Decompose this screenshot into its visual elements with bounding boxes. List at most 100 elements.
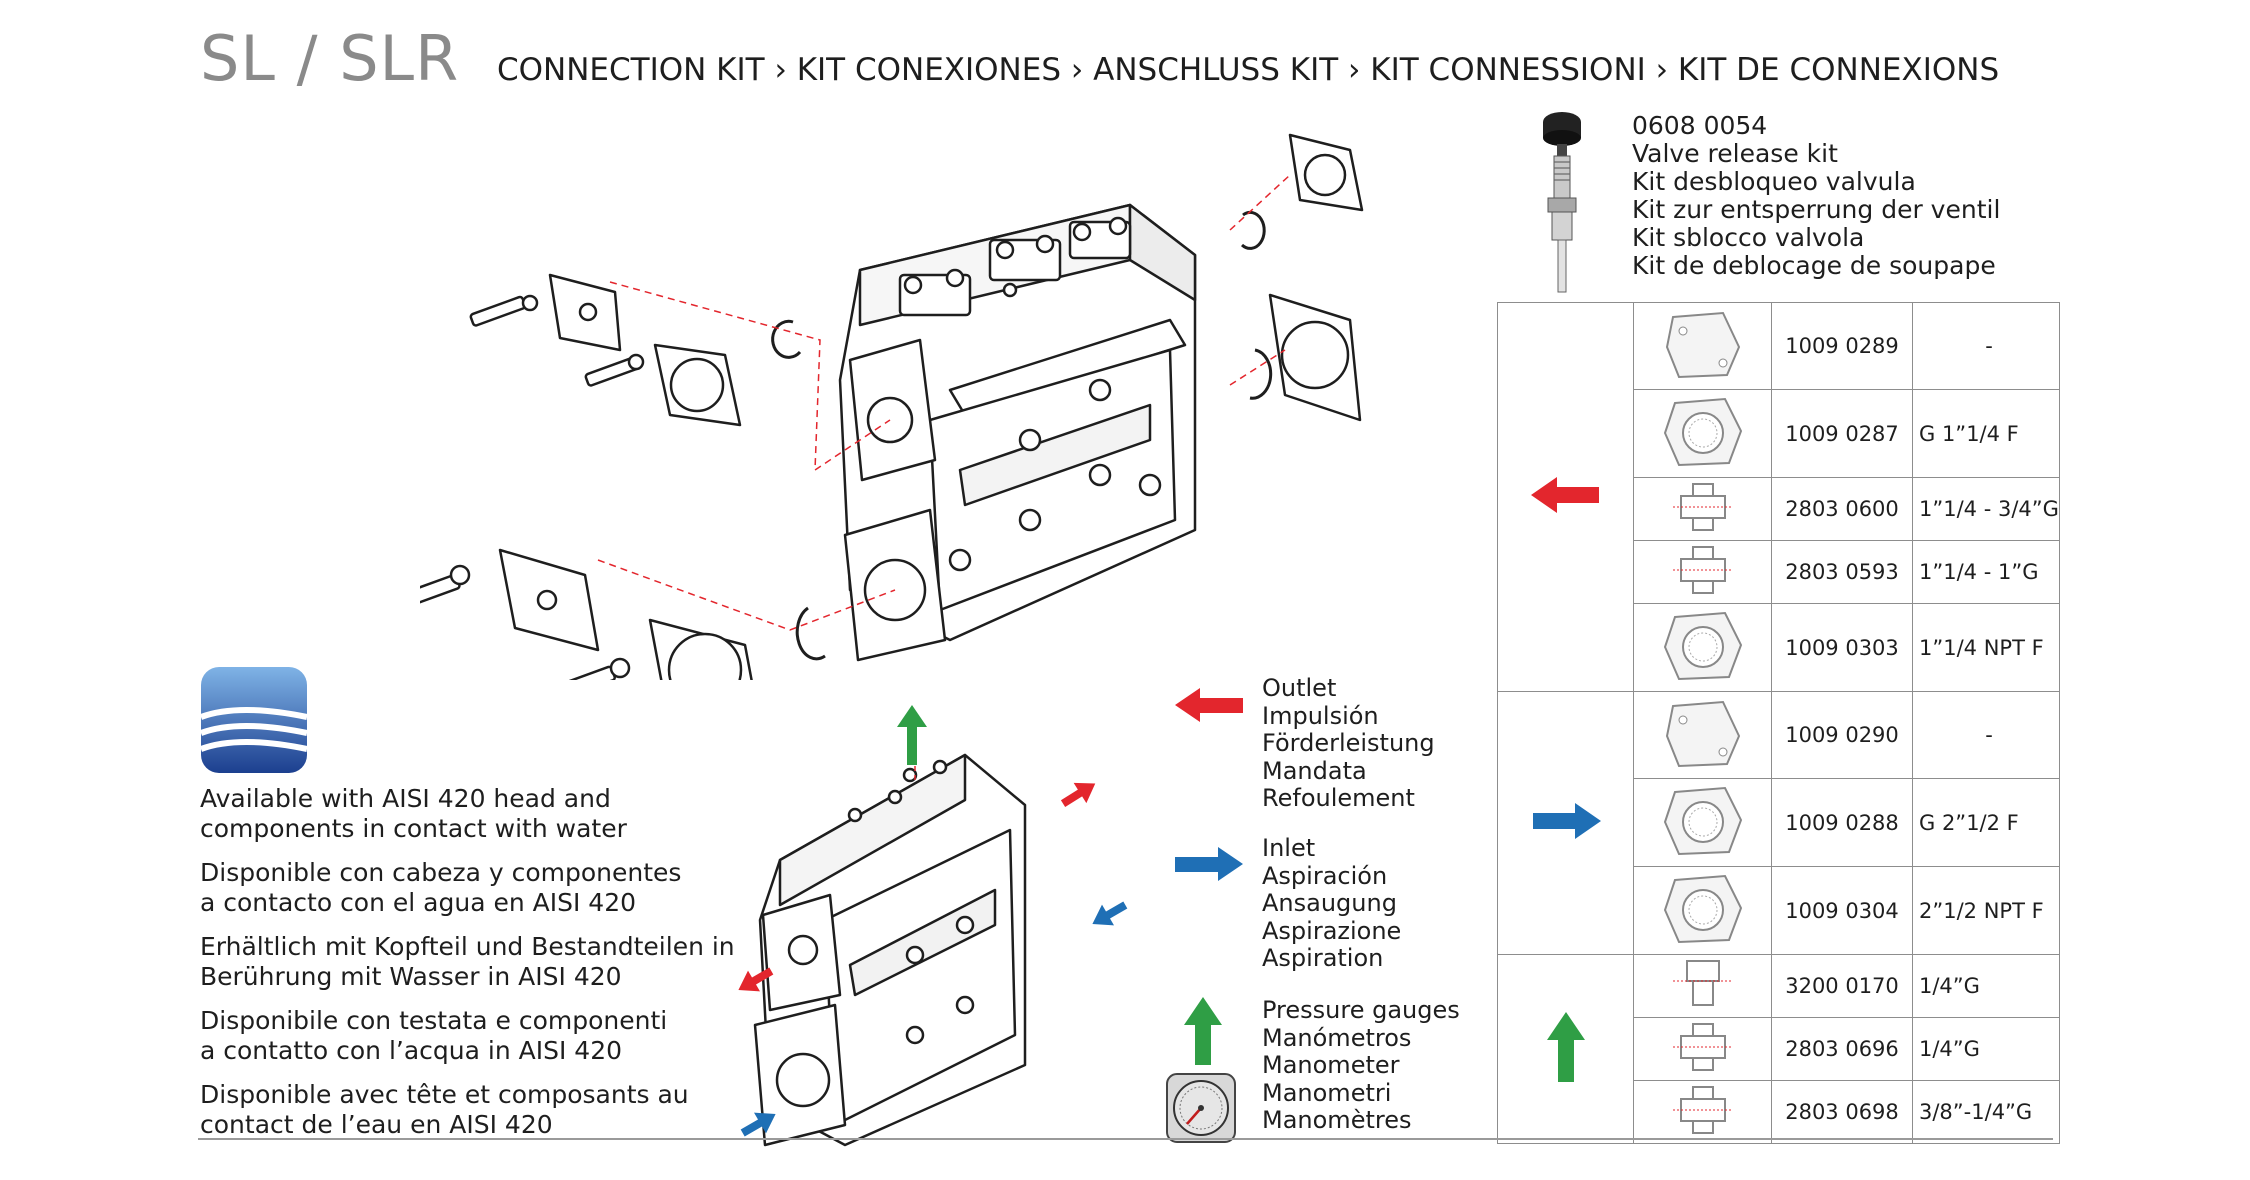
part-desc: - <box>1912 302 2060 390</box>
valve-kit-line: Kit sblocco valvola <box>1632 223 1865 252</box>
outlet-group-cell <box>1497 302 1634 692</box>
legend-inlet-label: Inlet <box>1262 834 1316 862</box>
part-code: 3200 0170 <box>1771 954 1913 1018</box>
legend-inlet-label: Aspiración <box>1262 861 1388 890</box>
page-title: CONNECTION KIT › KIT CONEXIONES › ANSCHL… <box>497 52 2000 88</box>
availability-line: Disponible avec tête et composants au <box>200 1080 689 1109</box>
bottom-divider <box>198 1138 2053 1140</box>
brand-title: SL / SLR <box>200 22 460 95</box>
part-desc: G 1”1/4 F <box>1912 389 2060 478</box>
inlet-arrow-icon <box>1532 802 1601 839</box>
availability-line: Erhältlich mit Kopfteil und Bestandteile… <box>200 932 735 961</box>
part-code: 2803 0696 <box>1771 1017 1913 1081</box>
table-row: 1009 0288 G 2”1/2 F <box>1498 778 2060 867</box>
fitting-icon <box>1672 1085 1733 1134</box>
pressure-gauge-icon <box>1166 1073 1236 1143</box>
availability-line: a contacto con el agua en AISI 420 <box>200 888 637 917</box>
legend-inlet-label: Aspiration <box>1262 944 1384 972</box>
part-desc: 3/8”-1/4”G <box>1912 1080 2060 1144</box>
legend-gauges-label: Manometri <box>1262 1078 1392 1107</box>
part-desc: G 2”1/2 F <box>1912 778 2060 867</box>
legend-outlet-label: Mandata <box>1262 756 1367 785</box>
availability-line: Disponible con cabeza y componentes <box>200 858 682 887</box>
legend-outlet-label: Impulsión <box>1262 701 1379 730</box>
exploded-pump-drawing <box>420 133 1364 680</box>
outlet-port-arrow-icon <box>738 967 774 992</box>
availability-line: Disponibile con testata e componenti <box>200 1006 668 1035</box>
availability-line: a contatto con l’acqua in AISI 420 <box>200 1036 623 1065</box>
pump-ports-diagram <box>753 725 1027 1147</box>
part-desc: 1”1/4 - 3/4”G <box>1912 477 2060 541</box>
part-image-cell <box>1633 1080 1772 1144</box>
gauge-arrow-icon <box>1184 997 1222 1065</box>
gauge-port-arrow-icon <box>897 705 927 765</box>
valve-kit-line: Valve release kit <box>1632 139 1838 168</box>
availability-line: Berührung mit Wasser in AISI 420 <box>200 962 622 991</box>
part-desc: 2”1/2 NPT F <box>1912 866 2060 955</box>
part-desc: - <box>1912 691 2060 779</box>
parts-table: 1009 0289 - 1009 0287 G 1”1/4 F 2803 060… <box>1497 302 2060 1144</box>
flange-blank-icon <box>1665 700 1740 767</box>
part-image-cell <box>1633 866 1772 955</box>
legend-outlet-label: Outlet <box>1262 674 1337 702</box>
part-image-cell <box>1633 603 1772 692</box>
legend-gauges-label: Manomètres <box>1262 1106 1412 1134</box>
table-row: 1009 0304 2”1/2 NPT F <box>1498 866 2060 955</box>
fitting-icon <box>1672 545 1733 594</box>
fitting-icon <box>1672 482 1733 531</box>
table-row: 2803 0600 1”1/4 - 3/4”G <box>1498 477 2060 541</box>
part-code: 1009 0287 <box>1771 389 1913 478</box>
part-code: 2803 0593 <box>1771 540 1913 604</box>
table-row: 2803 0698 3/8”-1/4”G <box>1498 1080 2060 1144</box>
part-desc: 1”1/4 - 1”G <box>1912 540 2060 604</box>
legend-inlet-label: Aspirazione <box>1262 916 1402 945</box>
part-image-cell <box>1633 540 1772 604</box>
flange-threaded-icon <box>1663 874 1742 944</box>
part-code: 1009 0304 <box>1771 866 1913 955</box>
availability-line: contact de l’eau en AISI 420 <box>200 1110 553 1139</box>
aisi-water-logo <box>199 667 308 773</box>
part-code: 1009 0288 <box>1771 778 1913 867</box>
part-code: 1009 0303 <box>1771 603 1913 692</box>
valve-release-kit-icon <box>1543 112 1581 293</box>
legend-gauges-label: Manometer <box>1262 1051 1400 1079</box>
part-code: 1009 0289 <box>1771 302 1913 390</box>
plug-icon <box>1672 959 1733 1006</box>
flange-threaded-icon <box>1663 397 1742 467</box>
availability-line: Available with AISI 420 head and <box>200 784 611 813</box>
flange-threaded-icon <box>1663 611 1742 681</box>
part-image-cell <box>1633 302 1772 390</box>
flange-blank-icon <box>1665 311 1740 378</box>
part-desc: 1/4”G <box>1912 954 2060 1018</box>
gauges-group-cell <box>1497 954 1634 1144</box>
legend-gauges-label: Pressure gauges <box>1262 996 1460 1024</box>
outlet-port-arrow-icon <box>1060 782 1096 807</box>
fitting-icon <box>1672 1022 1733 1071</box>
part-desc: 1/4”G <box>1912 1017 2060 1081</box>
legend-gauges-label: Manómetros <box>1262 1023 1412 1052</box>
inlet-port-arrow-icon <box>740 1112 776 1137</box>
part-image-cell <box>1633 477 1772 541</box>
table-row: 3200 0170 1/4”G <box>1497 954 2060 1144</box>
table-row: 1009 0289 - <box>1497 302 2060 692</box>
valve-kit-line: Kit zur entsperrung der ventil <box>1632 195 2001 224</box>
valve-kit-line: Kit desbloqueo valvula <box>1632 167 1916 196</box>
availability-line: components in contact with water <box>200 814 627 843</box>
inlet-arrow-icon <box>1175 847 1243 881</box>
part-image-cell <box>1633 778 1772 867</box>
legend-inlet-label: Ansaugung <box>1262 889 1397 917</box>
part-code: 2803 0698 <box>1771 1080 1913 1144</box>
part-code: 1009 0290 <box>1771 691 1913 779</box>
table-row: 2803 0593 1”1/4 - 1”G <box>1498 540 2060 604</box>
outlet-arrow-icon <box>1530 476 1599 513</box>
part-image-cell <box>1633 954 1772 1018</box>
legend-outlet-label: Refoulement <box>1262 784 1415 812</box>
valve-kit-line: Kit de deblocage de soupape <box>1632 251 1996 280</box>
outlet-arrow-icon <box>1175 688 1243 722</box>
part-code: 2803 0600 <box>1771 477 1913 541</box>
valve-kit-code: 0608 0054 <box>1632 111 1768 140</box>
table-row: 1009 0290 - <box>1497 691 2060 955</box>
inlet-port-arrow-icon <box>1092 901 1128 926</box>
part-image-cell <box>1633 1017 1772 1081</box>
inlet-group-cell <box>1497 691 1634 955</box>
